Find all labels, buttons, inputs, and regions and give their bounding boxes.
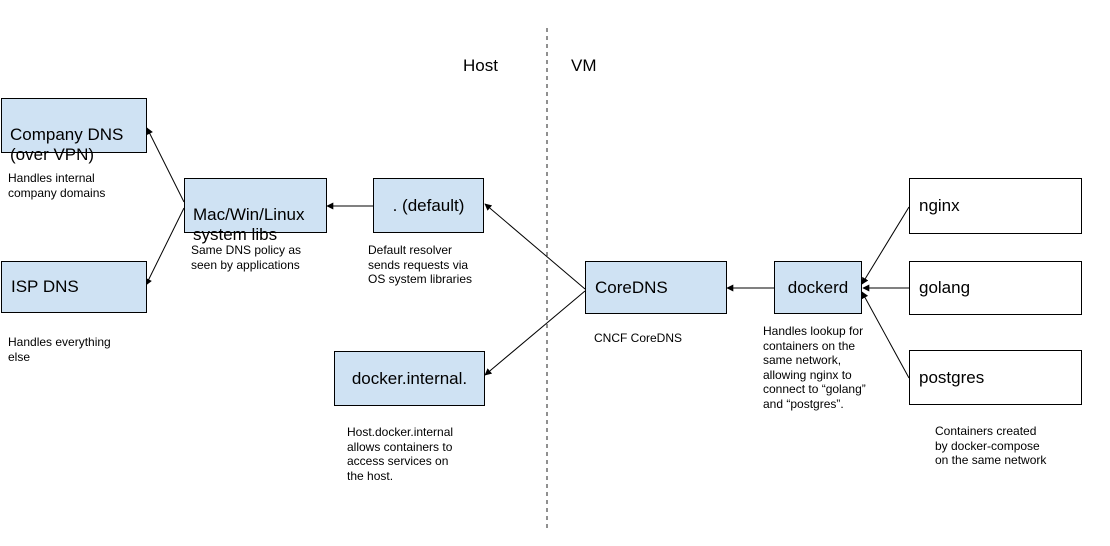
default-zone-box: . (default) (373, 178, 484, 233)
coredns-box: CoreDNS (585, 261, 727, 314)
isp-dns-note: Handles everything else (8, 335, 111, 364)
arrow-libs-to-company-dns (146, 127, 185, 203)
arrow-postgres-to-dockerd (861, 291, 910, 379)
arrow-coredns-to-docker-internal (484, 290, 586, 376)
containers-note: Containers created by docker-compose on … (935, 424, 1047, 468)
company-dns-note: Handles internal company domains (8, 171, 106, 200)
host-zone-label: Host (463, 56, 498, 75)
vm-zone-label: VM (571, 56, 597, 75)
company-dns-box: Company DNS (over VPN) (1, 98, 147, 164)
nginx-label: nginx (919, 196, 960, 215)
docker-internal-note: Host.docker.internal allows containers t… (347, 425, 454, 483)
system-libs-note: Same DNS policy as seen by applications (191, 243, 302, 272)
arrow-nginx-to-dockerd (861, 206, 910, 285)
dockerd-box: dockerd (774, 261, 862, 314)
arrow-coredns-to-default (484, 203, 586, 290)
docker-internal-box: docker.internal. (334, 351, 485, 406)
coredns-label: CoreDNS (595, 277, 668, 297)
system-libs-box: Mac/Win/Linux system libs (184, 178, 327, 244)
postgres-box: postgres (909, 350, 1082, 405)
dockerd-label: dockerd (787, 277, 849, 297)
default-zone-label: . (default) (392, 195, 465, 215)
golang-label: golang (919, 278, 971, 297)
dockerd-note: Handles lookup for containers on the sam… (763, 324, 866, 411)
postgres-label: postgres (919, 367, 985, 387)
isp-dns-box: ISP DNS (1, 261, 147, 313)
golang-box: golang (909, 261, 1082, 315)
isp-dns-label: ISP DNS (11, 277, 79, 296)
default-zone-note: Default resolver sends requests via OS s… (368, 243, 473, 287)
nginx-box: nginx (909, 178, 1082, 234)
docker-internal-label: docker.internal. (351, 368, 468, 388)
company-dns-label: Company DNS (over VPN) (10, 125, 124, 164)
coredns-note: CNCF CoreDNS (594, 331, 683, 345)
system-libs-label: Mac/Win/Linux system libs (193, 205, 305, 244)
arrow-libs-to-isp-dns (145, 207, 185, 286)
